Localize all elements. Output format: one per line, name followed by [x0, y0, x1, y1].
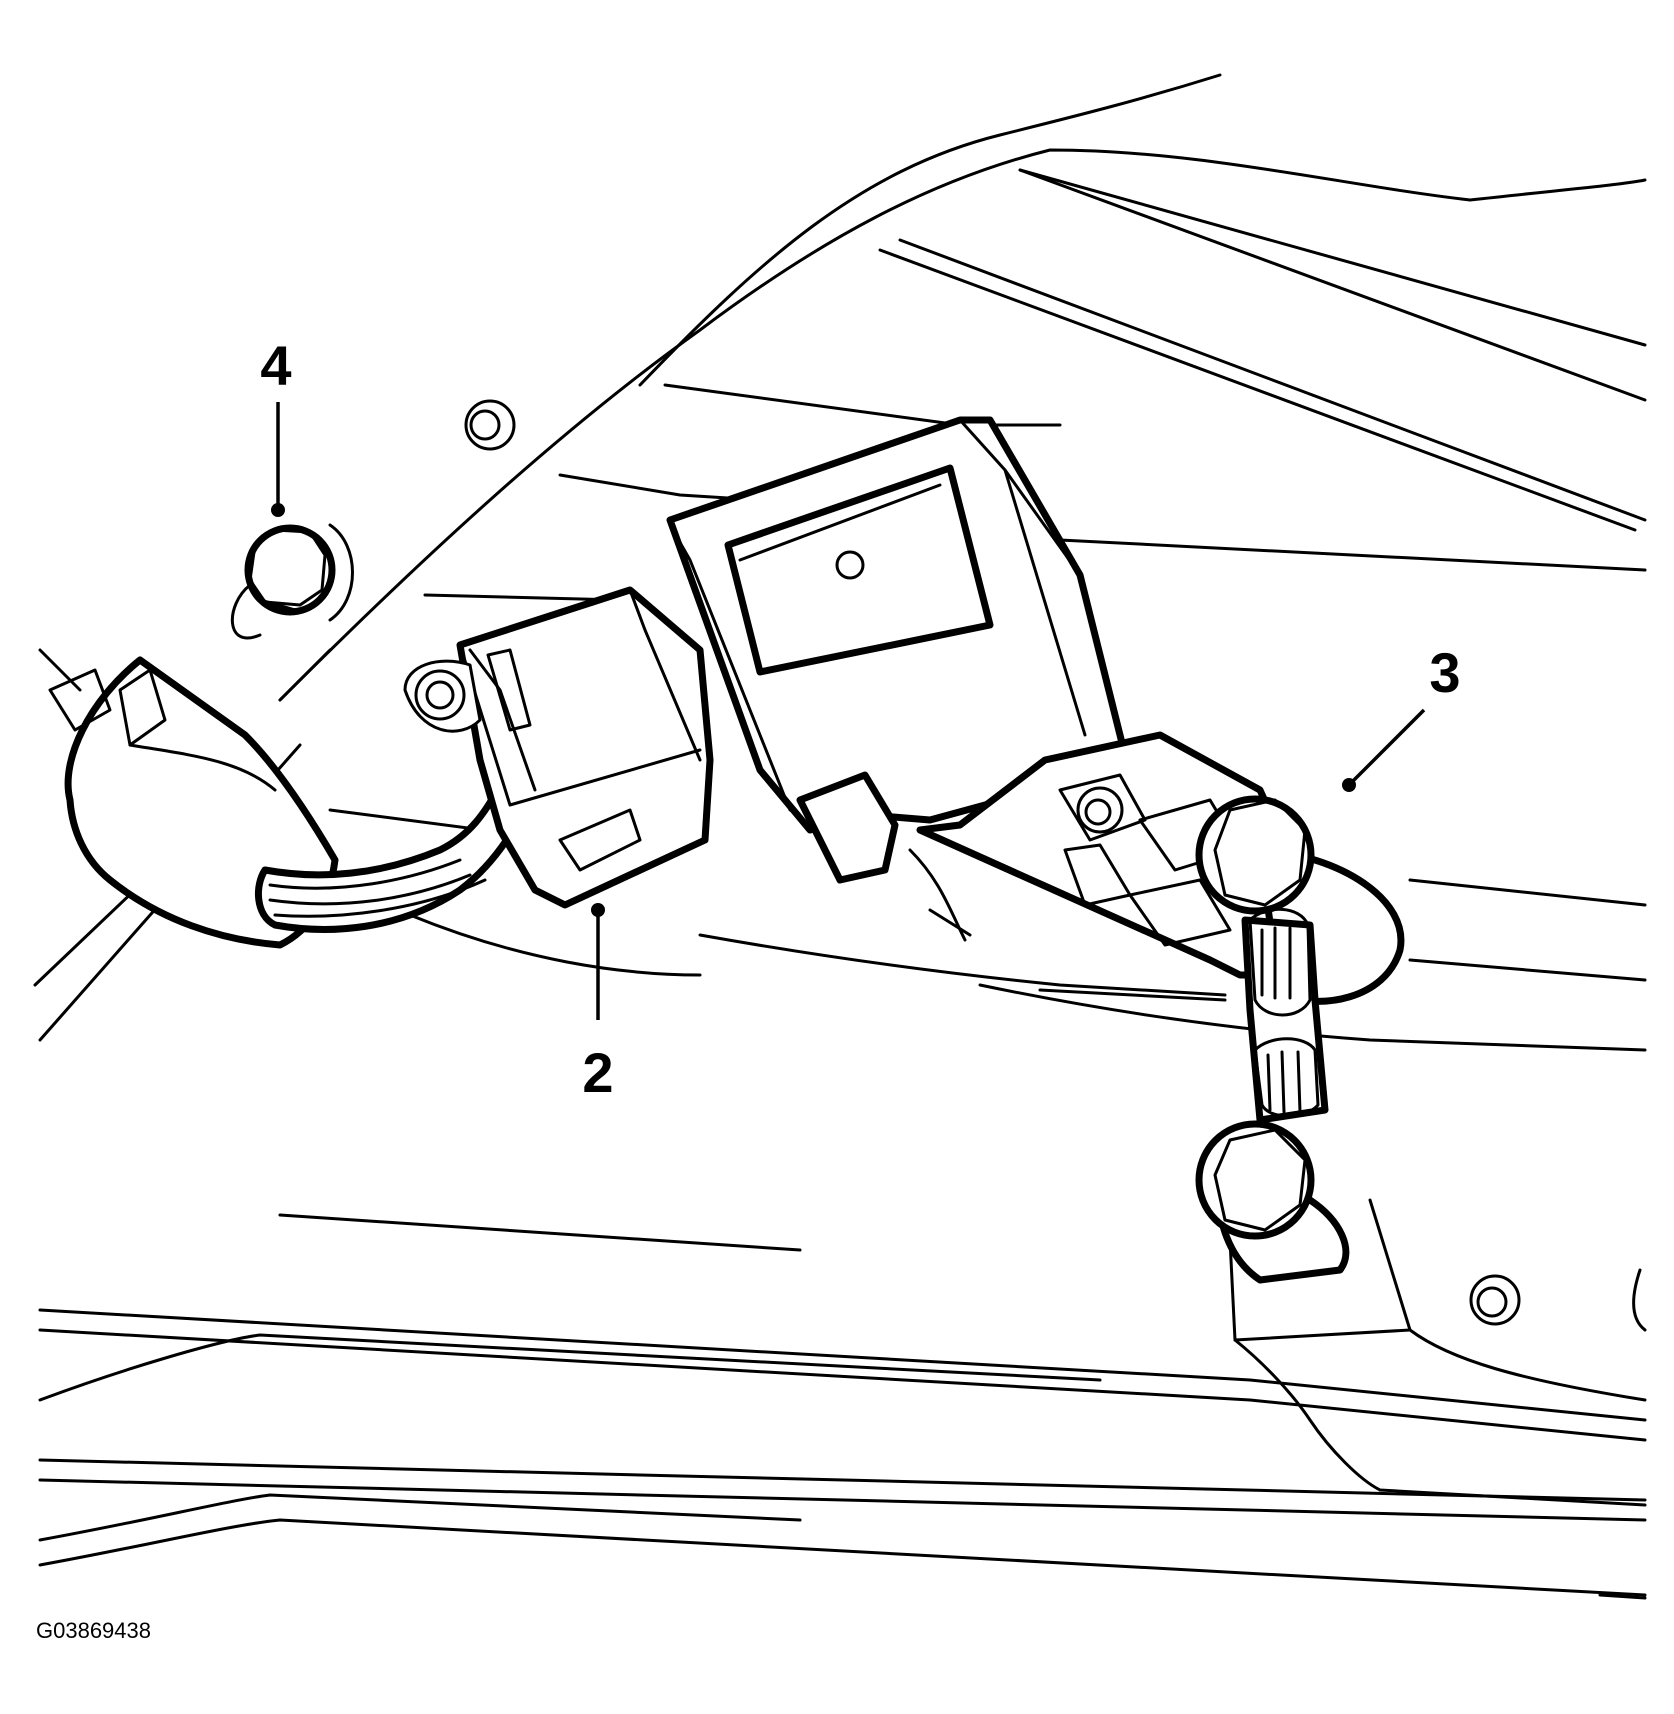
link-arm-item-3 [916, 731, 1405, 1284]
leader-dot-3 [1342, 778, 1356, 792]
sensor-module-item-2 [403, 416, 1129, 942]
figure-id: G03869438 [36, 1618, 151, 1643]
callout-number-3: 3 [1429, 641, 1460, 704]
leader-line-3 [1350, 708, 1426, 784]
callout-number-2: 2 [582, 1041, 613, 1104]
callout-2: 2 [582, 903, 614, 1104]
leader-dot-4 [271, 503, 285, 517]
bolt-item-4 [230, 523, 354, 640]
callout-3: 3 [1342, 641, 1461, 792]
leader-dot-2 [591, 903, 605, 917]
callout-number-4: 4 [260, 334, 291, 397]
callout-4: 4 [260, 334, 292, 517]
